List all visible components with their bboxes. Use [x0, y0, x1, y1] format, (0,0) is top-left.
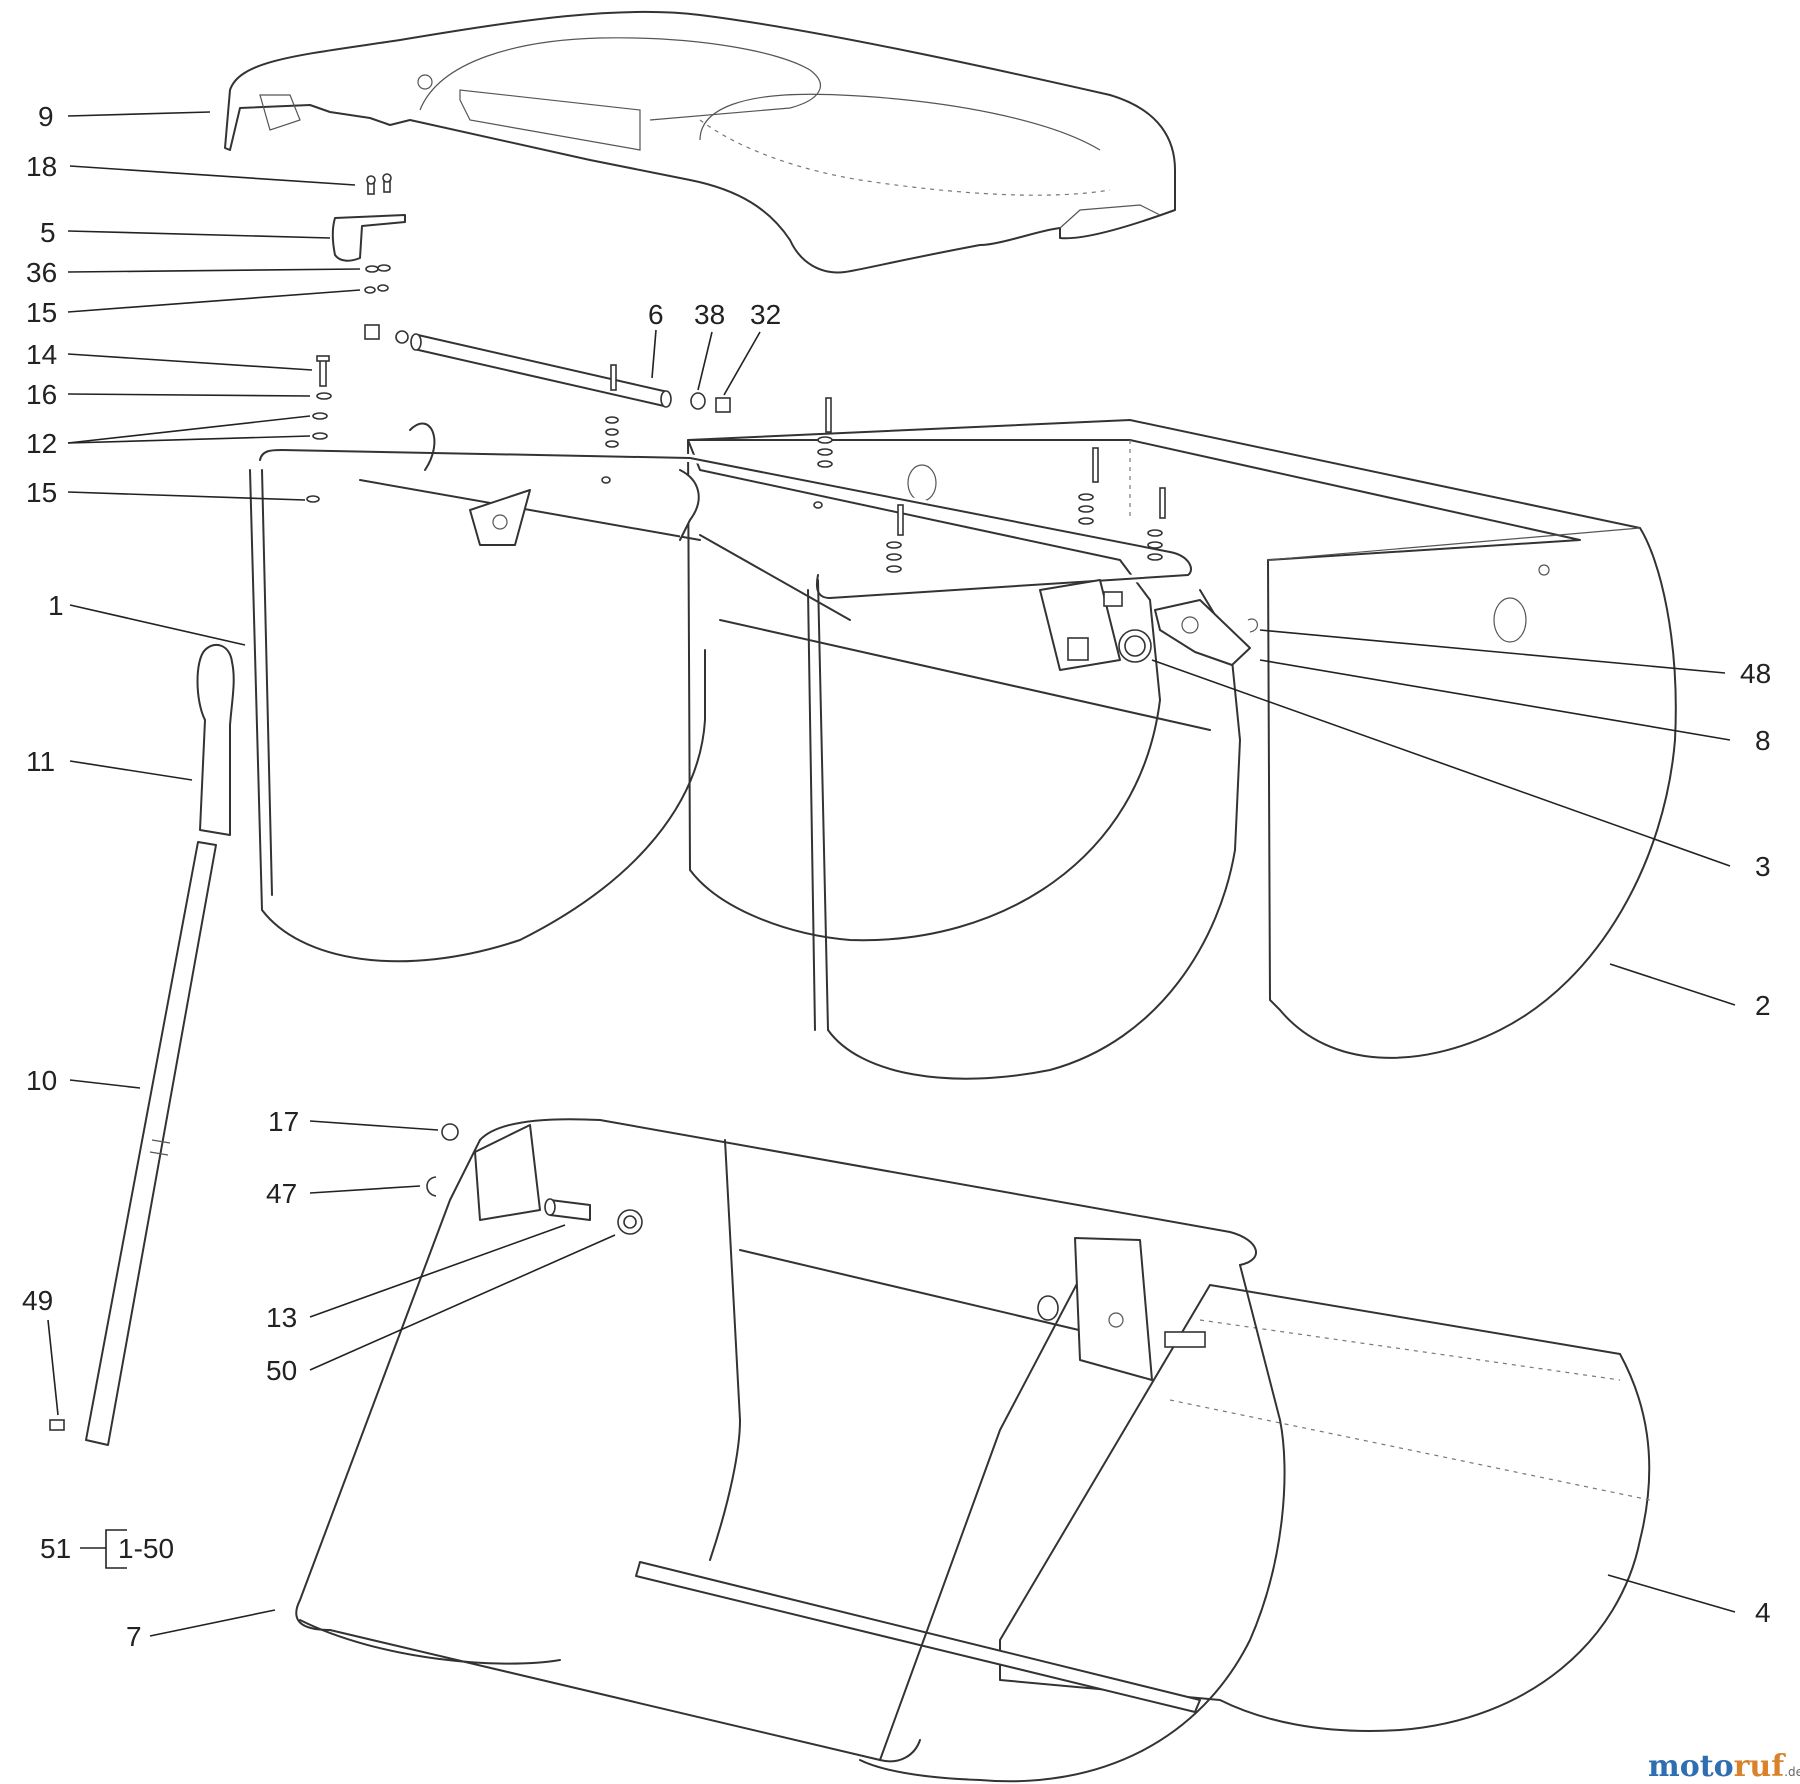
callout-15-upper: 15 [26, 297, 57, 328]
callout-15-lower: 15 [26, 477, 57, 508]
shaft-part [364, 324, 731, 413]
handle-parts [49, 643, 235, 1446]
latch-parts [1039, 579, 1258, 671]
callout-11: 11 [26, 746, 55, 777]
svg-text:motoruf.de: motoruf.de [1648, 1749, 1800, 1784]
upper-frame-part [249, 422, 1241, 1080]
callout-32: 32 [750, 299, 781, 330]
watermark-logo: motoruf.de [1648, 1749, 1800, 1784]
callout-14: 14 [26, 339, 57, 370]
callout-17: 17 [268, 1106, 299, 1137]
watermark-brand-a: moto [1648, 1749, 1734, 1784]
callout-6: 6 [648, 299, 664, 330]
callout-2: 2 [1755, 990, 1771, 1021]
callout-3: 3 [1755, 851, 1771, 882]
callout-38: 38 [694, 299, 725, 330]
callout-labels: 9 18 5 36 15 6 38 32 14 16 12 15 1 48 8 … [22, 101, 1771, 1652]
callout-51: 51 [40, 1533, 71, 1564]
callout-36: 36 [26, 257, 57, 288]
hardware-bag-top [601, 364, 1166, 573]
watermark-tld: .de [1784, 1765, 1800, 1779]
upper-bag-part [687, 419, 1677, 1059]
lower-bag-part [635, 1284, 1651, 1732]
callout-12: 12 [26, 428, 57, 459]
callout-4: 4 [1755, 1597, 1771, 1628]
hardware-upper [306, 173, 406, 503]
callout-5: 5 [40, 217, 56, 248]
watermark-brand-b: ruf [1734, 1749, 1787, 1784]
callout-48: 48 [1740, 658, 1771, 689]
callout-10: 10 [26, 1065, 57, 1096]
cover-part [224, 10, 1176, 274]
callout-7: 7 [126, 1621, 142, 1652]
callout-16: 16 [26, 379, 57, 410]
lower-frame-part [295, 1118, 1286, 1783]
callout-18: 18 [26, 151, 57, 182]
callout-49: 49 [22, 1285, 53, 1316]
callout-1: 1 [48, 590, 64, 621]
callout-47: 47 [266, 1178, 297, 1209]
leader-lines [47, 111, 1736, 1637]
callout-8: 8 [1755, 725, 1771, 756]
hardware-lower [426, 1123, 643, 1235]
callout-13: 13 [266, 1302, 297, 1333]
callout-51-range: 1-50 [118, 1533, 174, 1564]
callout-9: 9 [38, 101, 54, 132]
callout-50: 50 [266, 1355, 297, 1386]
